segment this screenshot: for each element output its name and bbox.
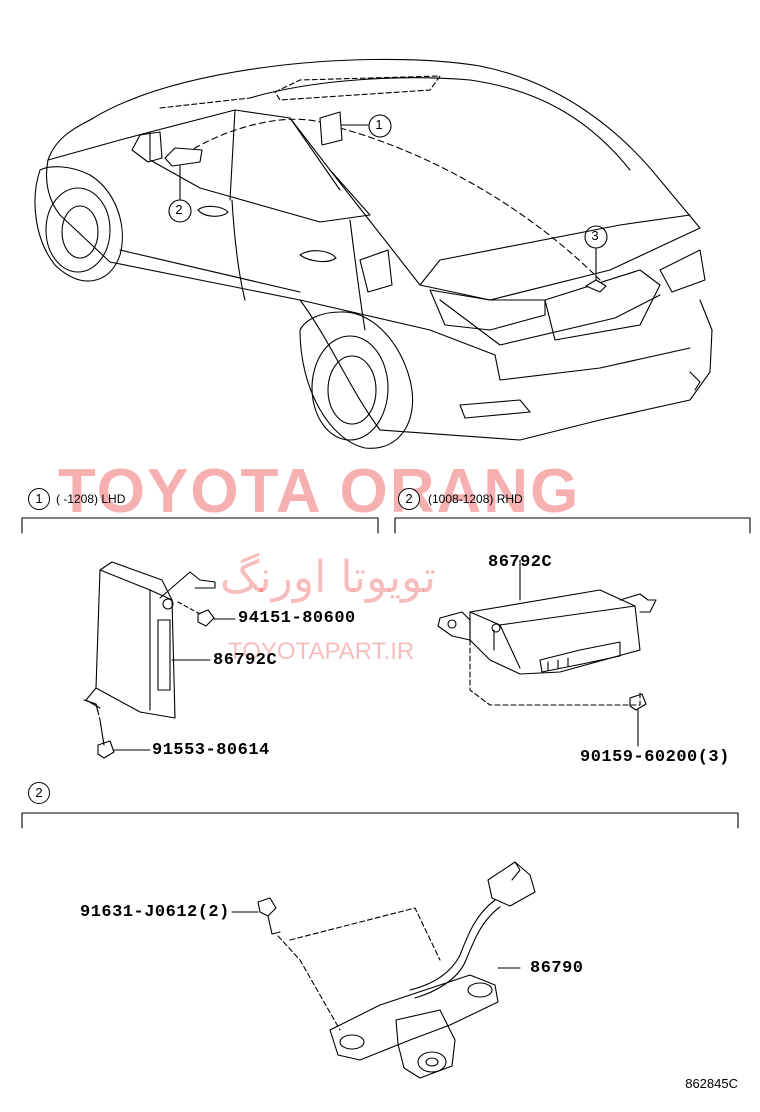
section-1-condition: ( -1208) LHD [56,492,126,506]
watermark-title: TOYOTA ORANG [58,457,581,526]
section-3-number: 2 [28,782,50,804]
section-bracket-2 [394,517,751,534]
callout-circle [368,114,392,138]
module-lhd-drawing [83,561,236,759]
car-illustration [34,58,713,449]
watermark-url: TOYOTAPART.IR [228,638,415,665]
diagram-code: 862845C [685,1076,738,1091]
part-label-module-rhd[interactable]: 86792C [488,553,553,572]
part-label-module-lhd[interactable]: 86792C [213,651,278,670]
section-2-number: 2 [398,488,420,510]
watermark-persian: تویوتا اورنگ [220,552,436,603]
part-label-bolt-rhd[interactable]: 90159-60200(3) [580,748,730,767]
section-1-number: 1 [28,488,50,510]
camera-drawing [231,861,536,1079]
part-label-nut-lhd[interactable]: 94151-80600 [238,609,356,628]
callout-2[interactable]: 2 [175,202,183,217]
callout-3[interactable]: 3 [591,228,599,243]
section-bracket-1 [21,517,379,534]
section-2-condition: (1008-1208) RHD [428,492,523,506]
callout-1[interactable]: 1 [375,117,383,132]
callout-circle [584,225,608,249]
section-bracket-3 [21,812,739,829]
part-label-camera[interactable]: 86790 [530,959,584,978]
part-label-bolt-lhd[interactable]: 91553-80614 [152,741,270,760]
module-rhd-drawing [437,559,657,747]
callout-circle [168,199,192,223]
part-label-screw-camera[interactable]: 91631-J0612(2) [80,903,230,922]
